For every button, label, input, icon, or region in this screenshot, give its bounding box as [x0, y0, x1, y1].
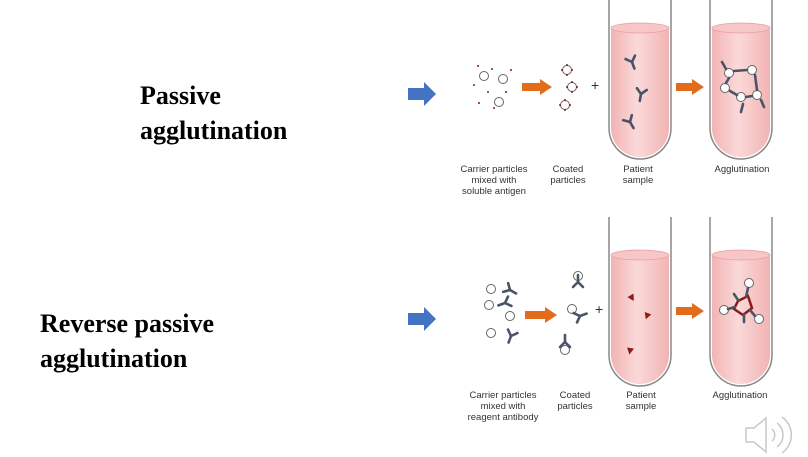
caption-line: Coated [552, 164, 584, 175]
heading-line: Passive [140, 81, 221, 110]
right-arrow-icon [408, 82, 436, 106]
caption-line: mixed with [480, 401, 526, 412]
caption-line: Agglutination [712, 390, 768, 401]
caption-carrier-particles: Carrier particles mixed with reagent ant… [468, 390, 539, 423]
caption-patient-sample: Patient sample [623, 164, 654, 186]
caption-line: Carrier particles [460, 164, 528, 175]
agglutination-tube [709, 0, 773, 160]
orange-arrow [676, 79, 704, 95]
antibody-coated-particles [558, 271, 590, 355]
caption-line: Patient [623, 164, 653, 175]
right-arrow-icon [408, 307, 436, 331]
caption-line: sample [622, 175, 654, 186]
caption-line: reagent antibody [467, 412, 539, 423]
carrier-particles-with-soluble-antigen [473, 65, 512, 109]
caption-line: mixed with [471, 175, 517, 186]
caption-line: soluble antigen [462, 186, 526, 197]
caption-coated-particles: Coated particles [550, 164, 585, 186]
heading-line: agglutination [40, 344, 188, 373]
caption-line: Carrier particles [469, 390, 537, 401]
caption-agglutination: Agglutination [713, 390, 768, 401]
plus-sign: + [591, 77, 599, 93]
reverse-passive-agglutination-heading: Reverse passive agglutination [40, 306, 214, 376]
orange-arrow [525, 307, 557, 323]
caption-line: Agglutination [714, 164, 770, 175]
heading-line: Reverse passive [40, 309, 215, 338]
caption-coated-particles: Coated particles [557, 390, 592, 412]
speaker-icon[interactable] [742, 414, 802, 454]
caption-agglutination: Agglutination [715, 164, 770, 175]
orange-arrow [676, 303, 704, 319]
coated-particles [559, 64, 578, 111]
heading-line: agglutination [140, 116, 288, 145]
caption-line: Patient [626, 390, 656, 401]
caption-patient-sample: Patient sample [626, 390, 657, 412]
patient-sample-tube [608, 0, 672, 160]
caption-line: sample [625, 401, 657, 412]
patient-sample-tube [608, 217, 672, 387]
caption-line: particles [550, 175, 586, 186]
passive-agglutination-heading: Passive agglutination [140, 78, 287, 148]
caption-line: particles [557, 401, 593, 412]
carrier-particles-with-reagent-antibody [484, 281, 520, 346]
orange-arrow [522, 79, 552, 95]
caption-carrier-particles: Carrier particles mixed with soluble ant… [460, 164, 527, 197]
agglutination-tube [709, 217, 773, 387]
caption-line: Coated [559, 390, 591, 401]
plus-sign: + [595, 301, 603, 317]
